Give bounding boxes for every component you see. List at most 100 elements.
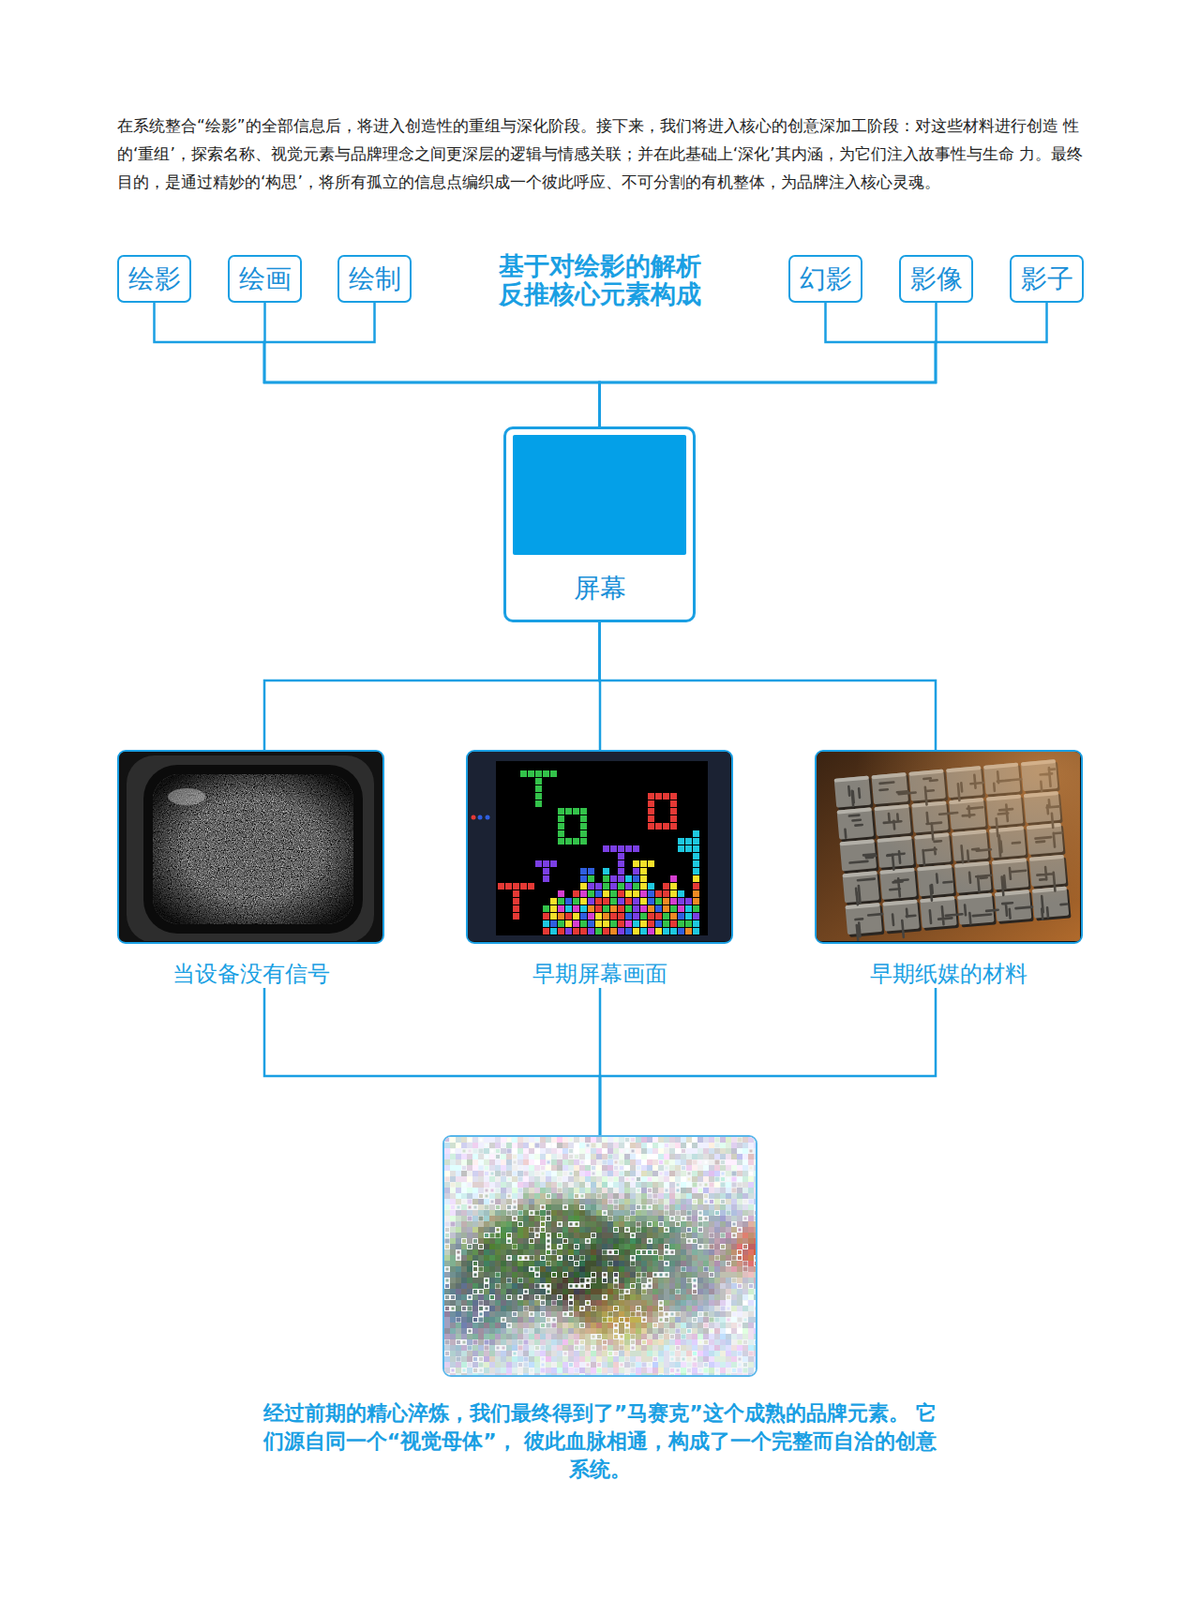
mosaic-cells: [753, 1249, 756, 1256]
connector-line: [600, 302, 937, 427]
mosaic-cells: [652, 1362, 659, 1368]
mosaic-cells: [450, 1317, 456, 1323]
photo-frame: [814, 750, 1083, 945]
mosaic-cells: [518, 1260, 564, 1284]
mosaic-cells: [450, 1142, 756, 1376]
mosaic-cells: [562, 1305, 569, 1312]
connector-line: [600, 302, 1048, 427]
mosaic-cells: [742, 1227, 749, 1273]
mosaic-cells: [513, 1329, 692, 1356]
mosaic-cells: [754, 1261, 756, 1266]
photo-label: 早期屏幕画面: [465, 960, 734, 989]
mosaic-cells: [748, 1255, 754, 1261]
screen-node: 屏幕: [503, 426, 696, 623]
mosaic-illustration: [444, 1137, 756, 1376]
mosaic-cells: [630, 1334, 643, 1340]
mosaic-cells: [596, 1255, 602, 1261]
mosaic-cells: [737, 1250, 742, 1255]
mosaic-cells: [445, 1245, 596, 1346]
mosaic-cells: [472, 1267, 687, 1330]
tetris-blocks: [550, 860, 700, 935]
mosaic-cells: [585, 1260, 597, 1283]
mosaic-cells: [506, 1244, 636, 1295]
mosaic-cells: [455, 1311, 462, 1318]
mosaic-cells: [652, 1300, 659, 1306]
mosaic-cells: [614, 1306, 618, 1311]
photo-frame: [117, 750, 385, 945]
tag-node: 幻影: [788, 255, 863, 303]
mosaic-cells: [607, 1266, 614, 1273]
mosaic-cells: [596, 1328, 602, 1335]
tag-text: 影像: [910, 264, 963, 295]
mosaic-cells: [680, 1334, 709, 1374]
photo-node: 早期屏幕画面: [465, 750, 734, 989]
mosaic-cells: [568, 1249, 574, 1256]
mosaic-cells: [445, 1199, 721, 1346]
tv-screen: [152, 774, 354, 925]
tag-text: 绘制: [348, 264, 402, 295]
tag-node: 影像: [899, 255, 974, 303]
mosaic-cells: [647, 1250, 652, 1255]
mosaic-cells: [624, 1350, 630, 1357]
mosaic-cells: [742, 1249, 749, 1256]
connector-line: [264, 302, 600, 427]
mosaic-cells: [658, 1339, 664, 1346]
screen-fill: [512, 435, 687, 555]
mosaic-cells: [445, 1228, 709, 1335]
tag-text: 绘影: [128, 264, 181, 295]
mosaic-cells: [742, 1238, 749, 1245]
tag-node: 绘制: [337, 255, 412, 303]
mosaic-cells: [552, 1305, 699, 1329]
mosaic-cells: [480, 1313, 483, 1317]
mosaic-cells: [755, 1257, 757, 1260]
mosaic-cells: [472, 1210, 659, 1300]
mosaic-cells: [580, 1278, 585, 1284]
mosaic-node: 经过前期的精心淬炼，我们最终得到了”马赛克”这个成熟的品牌元素。 它们源自同一个…: [243, 1135, 957, 1485]
mosaic-cells: [568, 1322, 574, 1329]
mosaic-cells: [736, 1232, 756, 1267]
mosaic-cells: [585, 1328, 591, 1335]
mosaic-cells: [445, 1142, 756, 1376]
mosaic-cells: [483, 1294, 507, 1306]
mosaic-cells: [731, 1266, 737, 1273]
tag-text: 影子: [1020, 264, 1074, 295]
connector-line: [264, 988, 600, 1136]
mosaic-cells: [547, 1285, 575, 1296]
mosaic-cells: [450, 1215, 704, 1318]
mosaic-cells: [500, 1221, 507, 1228]
mosaic-cells: [466, 1289, 473, 1295]
mosaic-cells: [444, 1311, 450, 1318]
tetris-blocks: [557, 890, 700, 935]
mosaic-cells: [445, 1137, 757, 1376]
mosaic-cells: [489, 1289, 495, 1295]
device-screen: [495, 761, 708, 936]
mosaic-cells: [647, 1222, 652, 1227]
mosaic-cells: [511, 1227, 608, 1301]
mosaic-cells: [641, 1322, 647, 1329]
mosaic-cells: [573, 1289, 580, 1295]
mosaic-cells: [562, 1300, 569, 1306]
mosaic-cells: [646, 1266, 743, 1323]
connector-line: [154, 302, 600, 427]
mosaic-cells: [545, 1339, 681, 1363]
mosaic-cells: [748, 1244, 756, 1250]
mosaic-cells: [625, 1318, 630, 1323]
mosaic-cells: [451, 1362, 586, 1374]
mosaic-cells: [444, 1137, 754, 1376]
mosaic-cells: [484, 1233, 489, 1238]
mosaic-cells: [692, 1351, 697, 1356]
mosaic-cells: [511, 1283, 518, 1290]
mosaic-cells: [573, 1272, 591, 1278]
mosaic-cells: [602, 1346, 608, 1351]
mosaic-cells: [506, 1221, 512, 1228]
mosaic-cells: [607, 1334, 614, 1340]
mosaic-cells: [466, 1260, 540, 1273]
mosaic-cells: [646, 1305, 653, 1312]
mosaic-cells: [500, 1305, 507, 1312]
mosaic-cells: [573, 1274, 607, 1302]
mosaic-cells: [748, 1238, 754, 1245]
connector-line: [600, 622, 937, 750]
mosaic-cells: [652, 1294, 659, 1301]
mosaic-cells: [742, 1232, 749, 1239]
